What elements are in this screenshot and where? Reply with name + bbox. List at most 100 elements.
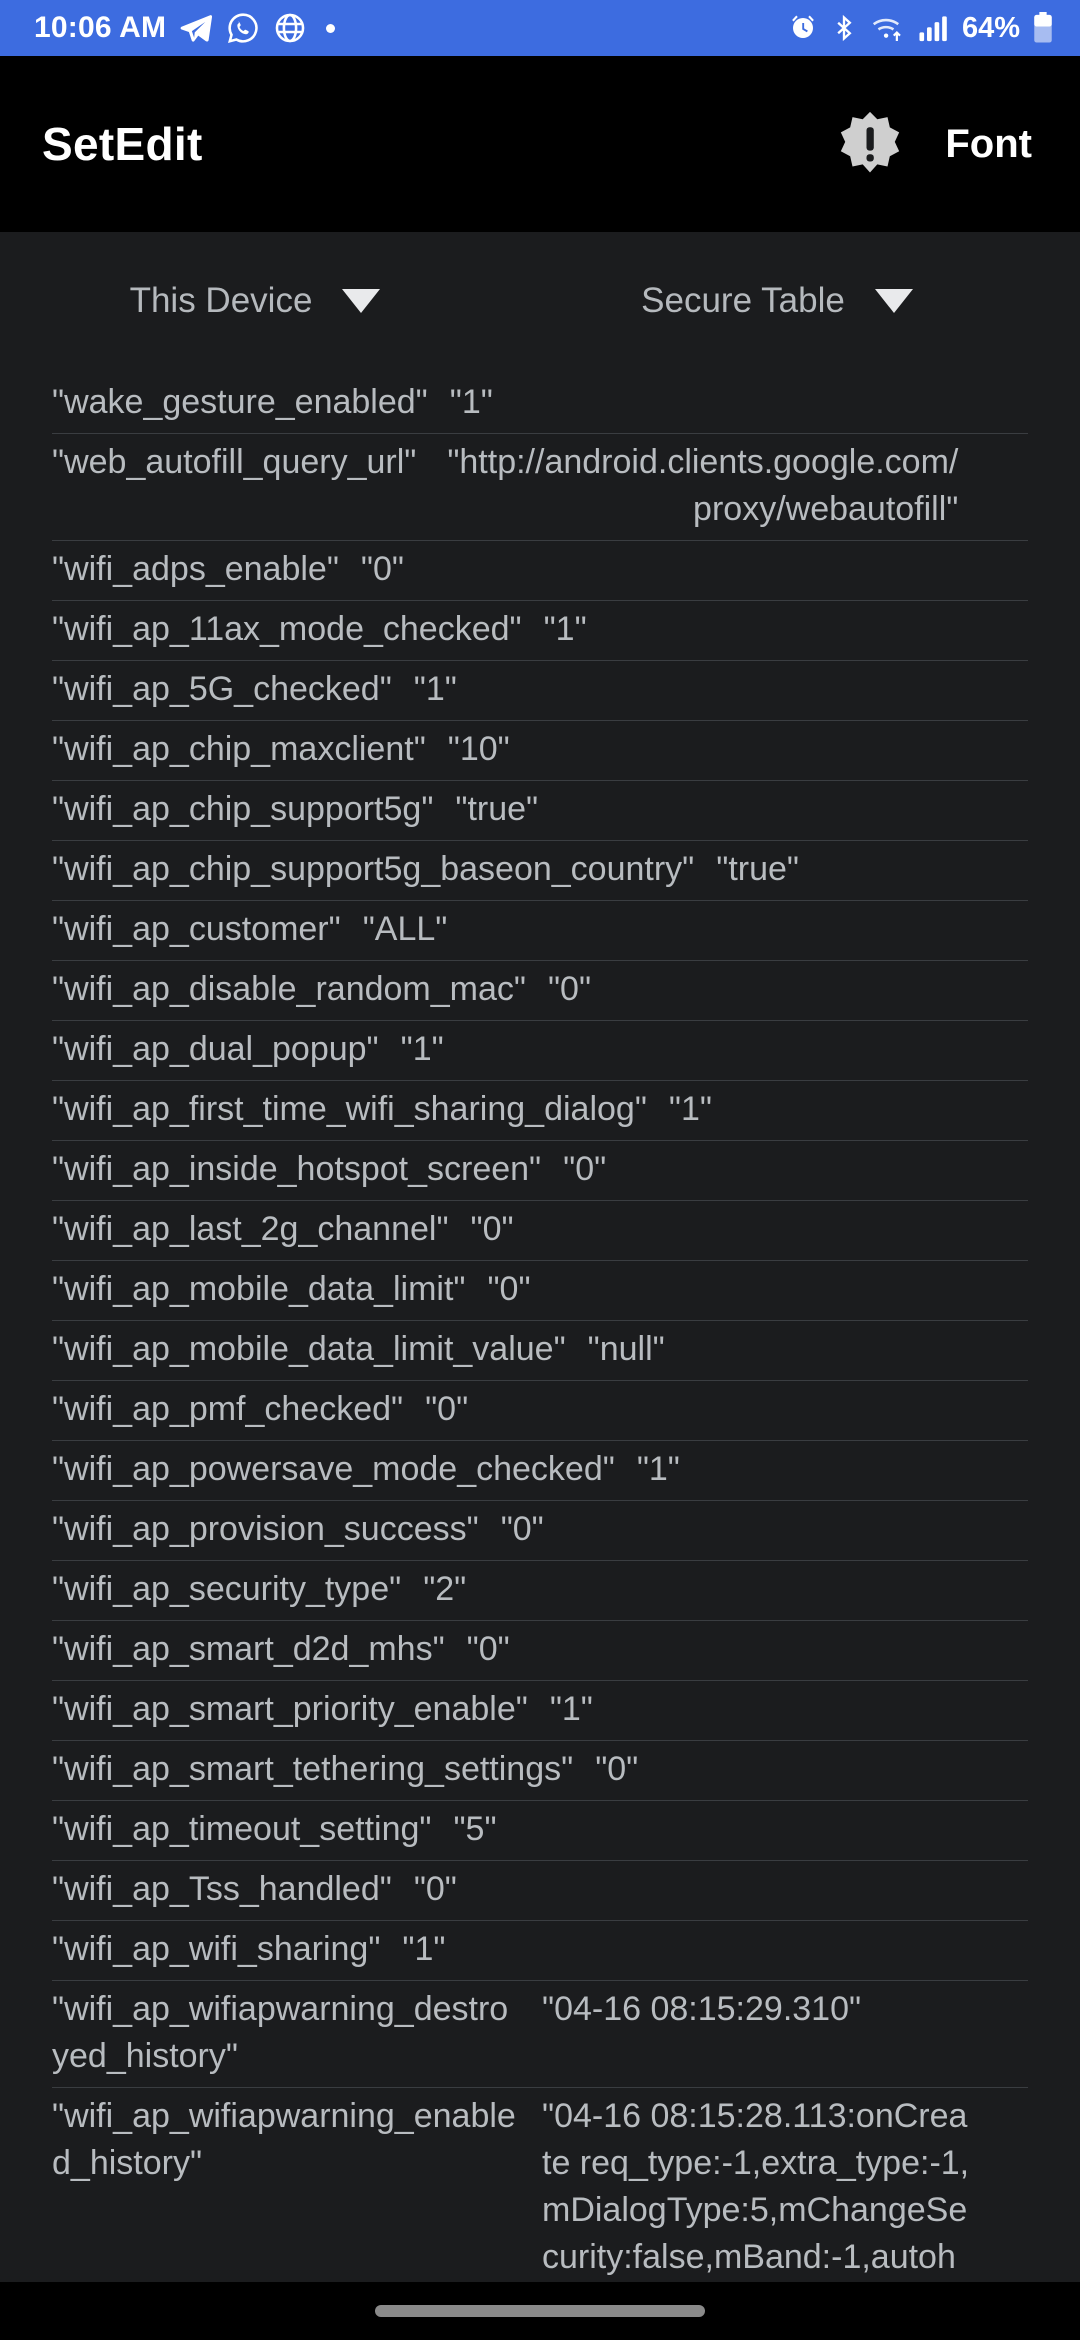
navigation-bar bbox=[0, 2282, 1080, 2340]
setting-key: "wifi_ap_first_time_wifi_sharing_dialog" bbox=[52, 1090, 647, 1128]
setting-key: "wifi_ap_5G_checked" bbox=[52, 670, 392, 708]
table-row[interactable]: "wifi_ap_security_type""2" bbox=[52, 1561, 1028, 1621]
table-row[interactable]: "wake_gesture_enabled" "1" bbox=[52, 374, 1028, 434]
table-row[interactable]: "wifi_ap_provision_success" "0" bbox=[52, 1501, 1028, 1561]
chevron-down-icon[interactable] bbox=[874, 289, 913, 313]
setting-key: "wifi_ap_smart_d2d_mhs" bbox=[52, 1630, 445, 1668]
table-row[interactable]: "wifi_ap_smart_d2d_mhs" "0" bbox=[52, 1621, 1028, 1681]
setting-value: "1" bbox=[668, 1090, 712, 1128]
table-row[interactable]: "wifi_ap_customer" "ALL" bbox=[52, 901, 1028, 961]
status-bar-clock: 10:06 AM bbox=[34, 11, 167, 44]
globe-icon bbox=[275, 13, 305, 43]
setting-key: "wifi_ap_security_type" bbox=[52, 1570, 402, 1608]
setting-value: "1" bbox=[449, 383, 493, 421]
setting-key: "wifi_ap_chip_support5g_baseon_country" bbox=[52, 850, 695, 888]
table-row[interactable]: "wifi_ap_chip_maxclient" "10" bbox=[52, 721, 1028, 781]
home-handle[interactable] bbox=[375, 2305, 705, 2317]
setting-key: "wifi_ap_timeout_setting" bbox=[52, 1810, 432, 1848]
setting-value: "0" bbox=[470, 1210, 514, 1248]
alarm-icon bbox=[792, 15, 814, 38]
font-button[interactable]: Font bbox=[945, 121, 1032, 166]
telegram-icon bbox=[180, 15, 213, 42]
setting-key: "wifi_ap_Tss_handled" bbox=[52, 1870, 392, 1908]
table-row[interactable]: "wifi_ap_inside_hotspot_screen" "0" bbox=[52, 1141, 1028, 1201]
setting-value: "5" bbox=[453, 1810, 497, 1848]
setting-key: "wifi_ap_provision_success" bbox=[52, 1510, 479, 1548]
table-row[interactable]: "wifi_ap_wifi_sharing" "1" bbox=[52, 1921, 1028, 1981]
setting-key: "wifi_ap_chip_support5g" bbox=[52, 790, 434, 828]
setting-value: "10" bbox=[447, 730, 510, 768]
table-row[interactable]: "wifi_ap_dual_popup""1" bbox=[52, 1021, 1028, 1081]
setting-value: "0" bbox=[563, 1150, 607, 1188]
setting-key: "wake_gesture_enabled" bbox=[52, 383, 428, 421]
setting-key: "wifi_ap_dual_popup" bbox=[52, 1030, 379, 1068]
setting-key: "wifi_ap_pmf_checked" bbox=[52, 1390, 404, 1428]
setting-value: "1" bbox=[413, 670, 457, 708]
wifi-icon bbox=[872, 18, 901, 41]
table-row[interactable]: "wifi_ap_disable_random_mac" "0" bbox=[52, 961, 1028, 1021]
setting-key: "wifi_ap_wifi_sharing" bbox=[52, 1930, 381, 1968]
device-spinner-label: This Device bbox=[129, 281, 313, 320]
setting-value: "1" bbox=[636, 1450, 680, 1488]
chevron-down-icon[interactable] bbox=[342, 289, 381, 313]
table-row[interactable]: "web_autofill_query_url""http://android.… bbox=[52, 434, 1028, 541]
setting-value: "ALL" bbox=[362, 910, 448, 948]
table-row[interactable]: "wifi_ap_first_time_wifi_sharing_dialog"… bbox=[52, 1081, 1028, 1141]
setting-value: "1" bbox=[549, 1690, 593, 1728]
table-row[interactable]: "wifi_ap_mobile_data_limit""0" bbox=[52, 1261, 1028, 1321]
table-row[interactable]: "wifi_ap_chip_support5g" "true" bbox=[52, 781, 1028, 841]
signal-icon bbox=[919, 16, 947, 42]
setting-key: "wifi_ap_inside_hotspot_screen" bbox=[52, 1150, 542, 1188]
setting-key: "wifi_ap_chip_maxclient" bbox=[52, 730, 426, 768]
dot-indicator-icon bbox=[326, 23, 336, 33]
setting-key: "wifi_ap_customer" bbox=[52, 910, 341, 948]
setting-key: "wifi_ap_smart_priority_enable" bbox=[52, 1690, 528, 1728]
setting-value: "0" bbox=[547, 970, 592, 1008]
battery-icon bbox=[1034, 12, 1052, 43]
table-row[interactable]: "wifi_adps_enable" "0" bbox=[52, 541, 1028, 601]
setting-value: "true" bbox=[716, 850, 799, 888]
setting-key: "wifi_ap_11ax_mode_checked" bbox=[52, 610, 522, 648]
setting-key: "wifi_ap_disable_random_mac" bbox=[52, 970, 526, 1008]
table-row[interactable]: "wifi_ap_wifiapwarning_enabled_history""… bbox=[52, 2088, 1028, 2336]
setting-value: "1" bbox=[402, 1930, 446, 1968]
app-bar-actions: Font bbox=[835, 109, 1050, 179]
table-row[interactable]: "wifi_ap_last_2g_channel""0" bbox=[52, 1201, 1028, 1261]
table-row[interactable]: "wifi_ap_smart_tethering_settings" "0" bbox=[52, 1741, 1028, 1801]
status-bar-right: 64% bbox=[788, 12, 1054, 45]
settings-list[interactable]: "wake_gesture_enabled" "1" "web_autofill_q… bbox=[0, 374, 1080, 2340]
table-spinner[interactable]: Secure Table bbox=[520, 281, 1040, 321]
table-spinner-label: Secure Table bbox=[641, 281, 845, 320]
setting-value: "0" bbox=[595, 1750, 639, 1788]
setting-value: "0" bbox=[425, 1390, 469, 1428]
table-row[interactable]: "wifi_ap_timeout_setting" "5" bbox=[52, 1801, 1028, 1861]
table-row[interactable]: "wifi_ap_pmf_checked" "0" bbox=[52, 1381, 1028, 1441]
setting-value: "0" bbox=[466, 1630, 510, 1668]
setting-key: "wifi_ap_smart_tethering_settings" bbox=[52, 1750, 574, 1788]
table-row[interactable]: "wifi_ap_Tss_handled""0" bbox=[52, 1861, 1028, 1921]
table-row[interactable]: "wifi_ap_11ax_mode_checked" "1" bbox=[52, 601, 1028, 661]
setting-value: "0" bbox=[487, 1270, 531, 1308]
setting-key: "wifi_ap_wifiapwarning_enabled_history" bbox=[52, 2097, 516, 2182]
table-row[interactable]: "wifi_ap_powersave_mode_checked""1" bbox=[52, 1441, 1028, 1501]
status-bar: 10:06 AM 64% bbox=[0, 0, 1080, 56]
setting-value: "0" bbox=[500, 1510, 544, 1548]
setting-value: "1" bbox=[543, 610, 587, 648]
table-row[interactable]: "wifi_ap_chip_support5g_baseon_country" "… bbox=[52, 841, 1028, 901]
setting-value: "0" bbox=[360, 550, 404, 588]
table-row[interactable]: "wifi_ap_wifiapwarning_destroyed_history… bbox=[52, 1981, 1028, 2088]
app-bar: SetEdit Font bbox=[0, 56, 1080, 232]
table-row[interactable]: "wifi_ap_mobile_data_limit_value""null" bbox=[52, 1321, 1028, 1381]
bluetooth-icon bbox=[837, 14, 852, 42]
app-title: SetEdit bbox=[42, 118, 203, 170]
setting-value: "http://android.clients.google.com/proxy… bbox=[447, 443, 959, 528]
table-row[interactable]: "wifi_ap_5G_checked" "1" bbox=[52, 661, 1028, 721]
table-row[interactable]: "wifi_ap_smart_priority_enable" "1" bbox=[52, 1681, 1028, 1741]
setting-key: "wifi_adps_enable" bbox=[52, 550, 339, 588]
setting-key: "wifi_ap_mobile_data_limit_value" bbox=[52, 1330, 566, 1368]
warning-badge-icon[interactable] bbox=[835, 109, 905, 179]
whatsapp-icon bbox=[228, 13, 258, 43]
setting-value: "true" bbox=[455, 790, 539, 828]
device-spinner[interactable]: This Device bbox=[0, 281, 520, 321]
setting-key: "wifi_ap_wifiapwarning_destroyed_history… bbox=[52, 1990, 509, 2075]
